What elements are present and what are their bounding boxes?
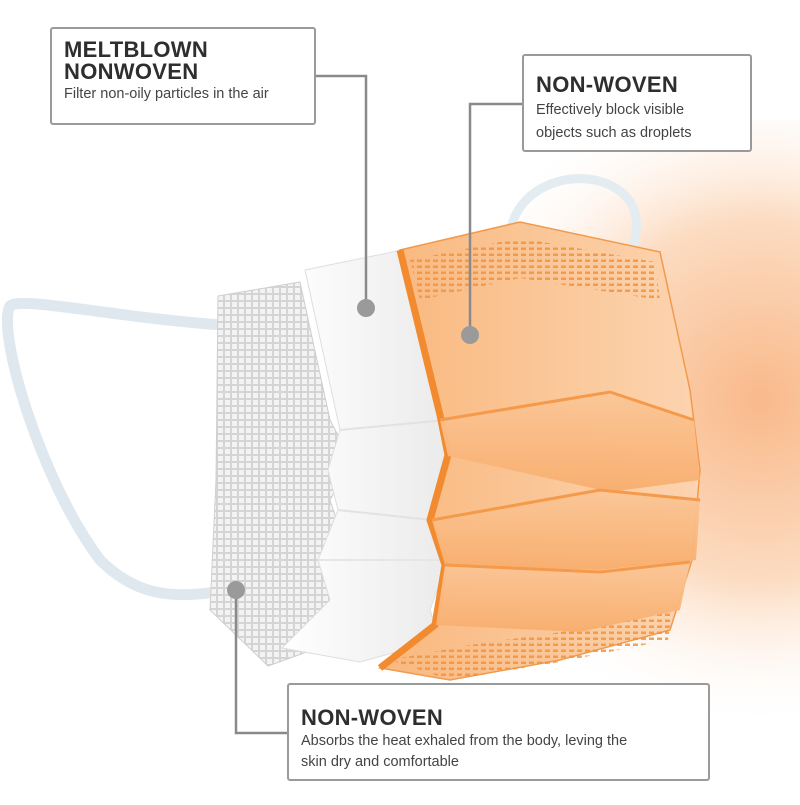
pleat-1 bbox=[440, 392, 700, 492]
callout-description: objects such as droplets bbox=[536, 125, 692, 142]
callout-title: MELTBLOWN bbox=[64, 37, 209, 62]
pleat-2 bbox=[432, 490, 700, 570]
bottom-binding bbox=[390, 612, 672, 680]
callout-title: NONWOVEN bbox=[64, 59, 199, 84]
callout-title: NON-WOVEN bbox=[301, 705, 444, 730]
marker-outer bbox=[461, 326, 479, 344]
callout-description: skin dry and comfortable bbox=[301, 754, 459, 771]
callout-inner-nonwoven: NON-WOVEN Absorbs the heat exhaled from … bbox=[287, 683, 710, 781]
callout-outer-nonwoven: NON-WOVEN Effectively block visible obje… bbox=[522, 54, 752, 152]
callout-description: Effectively block visible bbox=[536, 102, 685, 118]
callout-description: Absorbs the heat exhaled from the body, … bbox=[301, 733, 628, 749]
callout-title: NON-WOVEN bbox=[536, 72, 679, 97]
leader-line-inner bbox=[234, 590, 287, 735]
leader-line-meltblown bbox=[316, 74, 368, 305]
callout-meltblown-nonwoven: MELTBLOWN NONWOVEN Filter non-oily parti… bbox=[50, 27, 316, 125]
callout-description: Filter non-oily particles in the air bbox=[64, 86, 269, 102]
leader-line-outer bbox=[468, 102, 522, 333]
pleat-3 bbox=[436, 562, 690, 632]
right-ear-loop bbox=[505, 174, 641, 255]
marker-inner bbox=[227, 581, 245, 599]
left-ear-loop bbox=[1, 297, 236, 601]
top-binding bbox=[410, 238, 660, 300]
marker-meltblown bbox=[357, 299, 375, 317]
